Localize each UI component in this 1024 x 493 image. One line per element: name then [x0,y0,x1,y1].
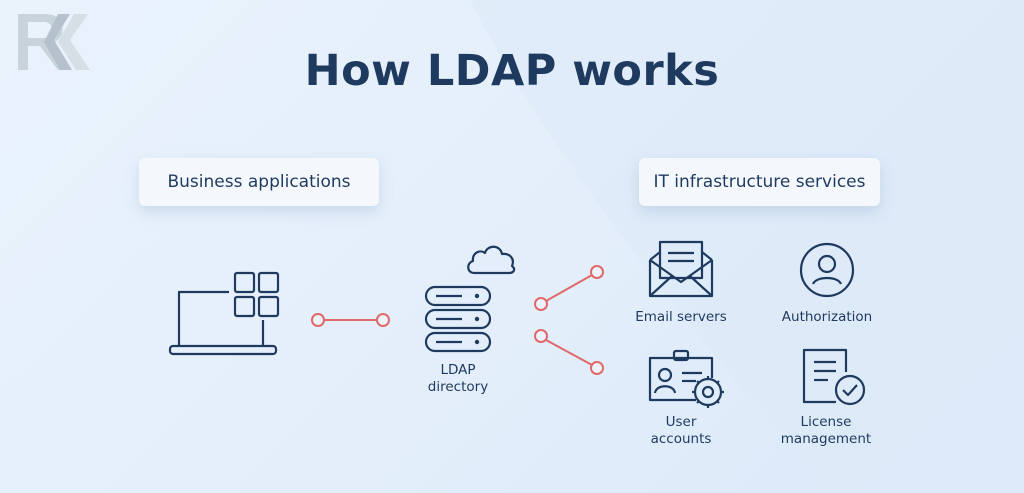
user-accounts-line1: User [665,414,697,430]
email-servers-label: Email servers [635,309,727,325]
connector-dot [534,329,548,343]
authorization-label: Authorization [781,309,873,325]
business-applications-label: Business applications [167,172,351,192]
page-title: How LDAP works [304,46,720,96]
laptop-apps-icon [168,271,280,356]
it-infrastructure-box: IT infrastructure services [639,158,880,206]
ldap-label-line2: directory [427,379,489,395]
user-accounts-line2: accounts [650,431,712,447]
connector-dot [590,265,604,279]
connector-ldap-down [545,339,593,366]
business-applications-box: Business applications [139,158,379,206]
document-check-icon [802,348,866,406]
cloud-icon [467,245,516,275]
connector-dot [534,297,548,311]
connector-ldap-up [545,274,593,302]
connector-dot [311,313,325,327]
user-accounts-label: User accounts [620,414,742,448]
server-stack-icon [424,285,492,353]
id-card-gear-icon [648,349,724,408]
rk-logo [18,14,90,70]
license-line1: License [800,414,852,430]
license-line2: management [780,431,872,447]
envelope-icon [648,240,714,298]
connector-dot [376,313,390,327]
it-infrastructure-label: IT infrastructure services [653,172,866,192]
connector-dot [590,361,604,375]
ldap-label-line1: LDAP [440,362,476,378]
ldap-directory-label: LDAP directory [408,362,508,396]
license-management-label: License management [762,414,890,448]
user-circle-icon [799,242,855,298]
